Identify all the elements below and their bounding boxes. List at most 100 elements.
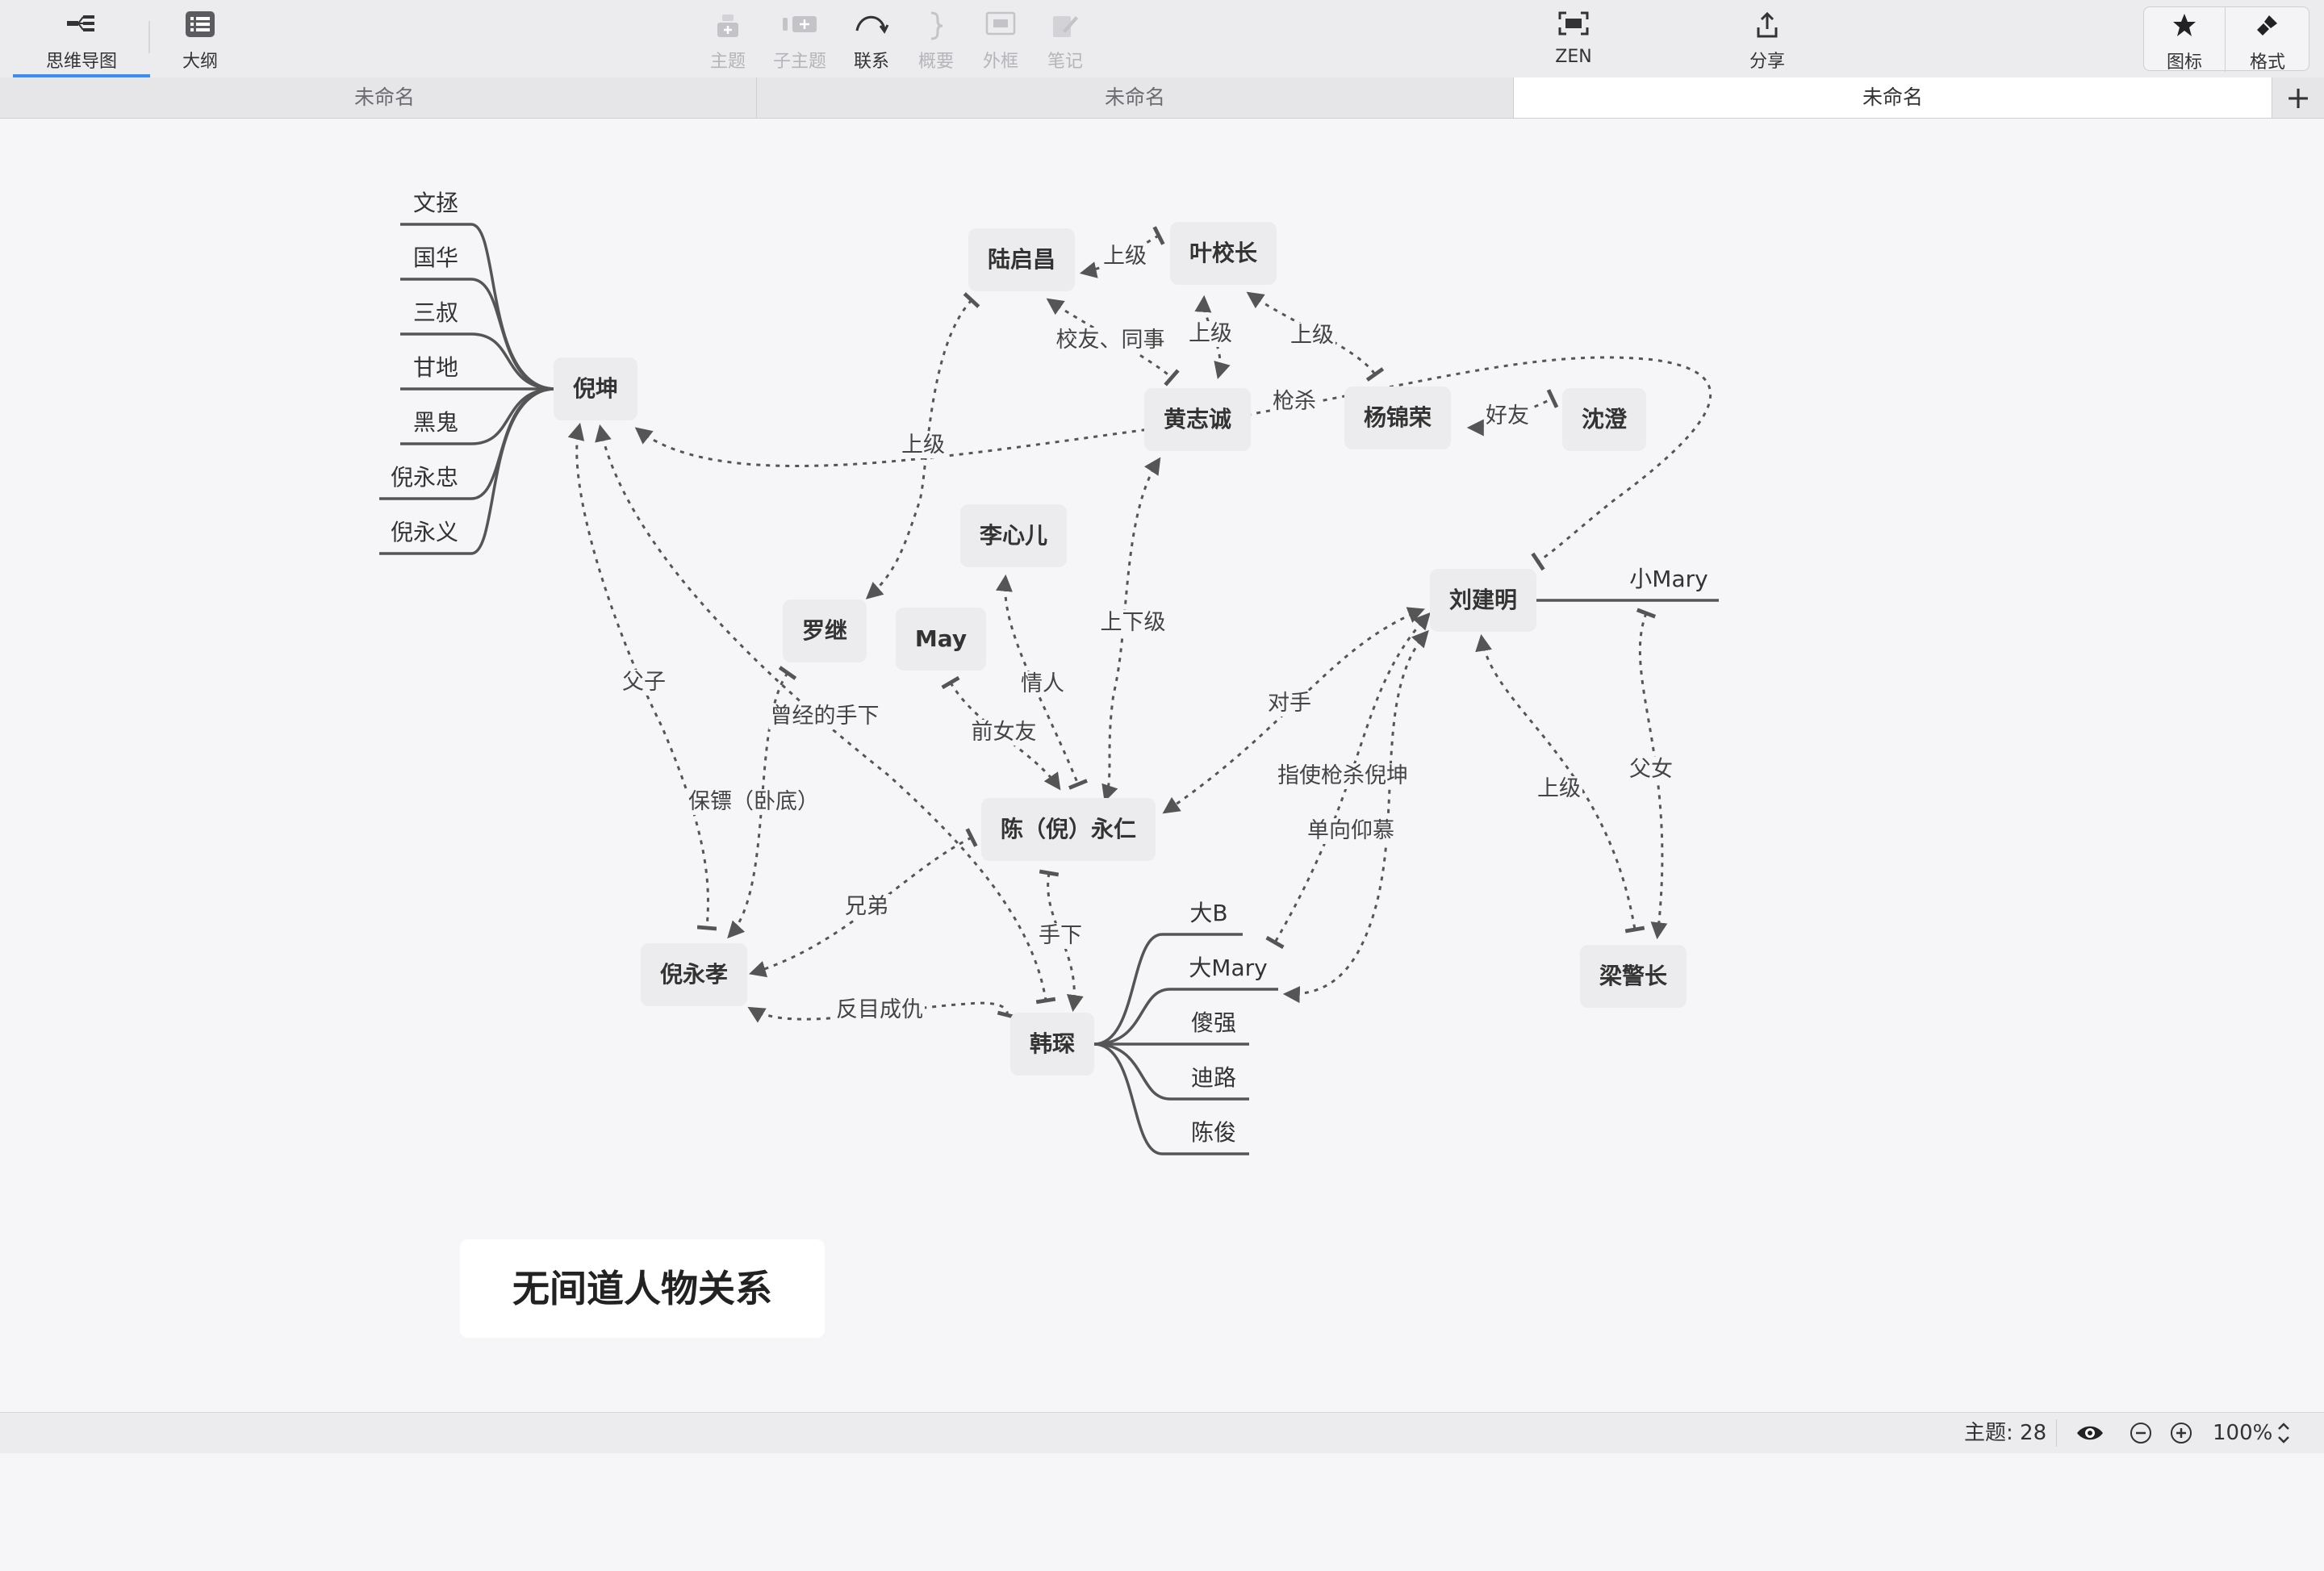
relation-label[interactable]: 反目成仇 xyxy=(834,997,925,1023)
relation-label[interactable]: 兄弟 xyxy=(843,894,890,920)
add-tab-button[interactable]: + xyxy=(2285,80,2311,115)
relation-label[interactable]: 保镖（卧底） xyxy=(687,789,821,815)
node-may[interactable]: May xyxy=(895,608,987,671)
share-icon xyxy=(1757,11,1778,38)
nikun-branches xyxy=(379,223,556,555)
list-icon xyxy=(186,11,215,37)
icon-panel-button[interactable]: 图标 xyxy=(2144,1,2225,78)
floating-title-topic[interactable]: 无间道人物关系 xyxy=(460,1239,825,1338)
node-luqichang[interactable]: 陆启昌 xyxy=(968,228,1076,291)
subtopic-button[interactable]: 子主题 xyxy=(763,0,836,77)
node-nikun[interactable]: 倪坤 xyxy=(553,357,638,420)
zoom-in-button[interactable] xyxy=(2169,1413,2193,1453)
brace-icon xyxy=(930,11,943,40)
relation-label[interactable]: 单向仰慕 xyxy=(1306,818,1396,844)
relation-label[interactable]: 枪杀 xyxy=(1271,389,1318,415)
chevron-up-down-icon xyxy=(2278,1423,2289,1444)
mindmap-canvas[interactable]: 倪坤 陆启昌 叶校长 黄志诚 杨锦荣 沈澄 李心儿 罗继 May 刘建明 陈（倪… xyxy=(0,119,2324,1412)
relation-label[interactable]: 父子 xyxy=(621,670,667,696)
relation-label[interactable]: 上级 xyxy=(900,432,947,458)
format-panel-label: 格式 xyxy=(2249,52,2285,73)
relationship-label: 联系 xyxy=(853,52,889,72)
leaf-hanchen-5[interactable]: 陈俊 xyxy=(1190,1119,1237,1146)
leaf-hanchen-1[interactable]: 大B xyxy=(1189,900,1228,926)
relation-label[interactable]: 情人 xyxy=(1019,671,1066,697)
summary-button[interactable]: 概要 xyxy=(905,0,967,77)
boundary-button[interactable]: 外框 xyxy=(970,0,1031,77)
toolbar: 思维导图 大纲 主题 子主题 联系 xyxy=(0,0,2324,78)
zoom-out-button[interactable] xyxy=(2129,1413,2153,1453)
node-hanchen[interactable]: 韩琛 xyxy=(1009,1013,1095,1076)
node-chenyongren[interactable]: 陈（倪）永仁 xyxy=(980,798,1156,861)
node-huangzhicheng[interactable]: 黄志诚 xyxy=(1143,388,1252,451)
leaf-nikun-6[interactable]: 倪永忠 xyxy=(390,464,459,491)
leaf-nikun-4[interactable]: 甘地 xyxy=(412,354,459,381)
connections-layer xyxy=(379,223,1719,1155)
node-niyongxiao[interactable]: 倪永孝 xyxy=(640,943,748,1006)
hanchen-branches xyxy=(1093,933,1278,1155)
add-subtopic-icon xyxy=(783,16,817,32)
leaf-liujianming-1[interactable]: 小Mary xyxy=(1629,566,1708,592)
relation-label[interactable]: 曾经的手下 xyxy=(768,704,881,729)
relation-label[interactable]: 对手 xyxy=(1266,691,1313,717)
relation-label[interactable]: 上级 xyxy=(1536,776,1582,802)
notes-button[interactable]: 笔记 xyxy=(1035,0,1096,77)
topic-count: 主题: 28 xyxy=(1964,1421,2047,1445)
node-liujianming[interactable]: 刘建明 xyxy=(1429,569,1537,632)
leaf-hanchen-3[interactable]: 傻强 xyxy=(1190,1009,1237,1036)
relation-label[interactable]: 上级 xyxy=(1101,244,1148,269)
relation-label[interactable]: 好友 xyxy=(1484,403,1531,429)
node-liangjingzhang[interactable]: 梁警长 xyxy=(1579,945,1687,1008)
leaf-nikun-1[interactable]: 文拯 xyxy=(412,190,459,216)
outline-view-label: 大纲 xyxy=(182,52,218,72)
relationship-button[interactable]: 联系 xyxy=(839,0,904,77)
relation-label[interactable]: 上级 xyxy=(1289,323,1335,349)
notes-label: 笔记 xyxy=(1047,52,1083,72)
relation-label[interactable]: 手下 xyxy=(1037,923,1084,949)
inspector-toggle-group: 图标 格式 xyxy=(2143,6,2309,73)
node-yexiaozhang[interactable]: 叶校长 xyxy=(1169,222,1277,285)
leaf-nikun-2[interactable]: 国华 xyxy=(412,244,459,271)
relation-label[interactable]: 上级 xyxy=(1187,321,1234,347)
format-panel-button[interactable]: 格式 xyxy=(2226,1,2309,78)
group-divider xyxy=(2225,7,2226,72)
mindmap-view-label: 思维导图 xyxy=(45,52,117,72)
relation-label[interactable]: 指使枪杀倪坤 xyxy=(1276,763,1410,789)
leaf-nikun-7[interactable]: 倪永义 xyxy=(390,519,459,545)
document-tab-1[interactable]: 未命名 xyxy=(13,77,757,118)
add-topic-icon xyxy=(717,15,738,37)
relation-label[interactable]: 校友、同事 xyxy=(1054,328,1167,353)
pencil-icon xyxy=(1053,16,1078,37)
leaf-nikun-3[interactable]: 三叔 xyxy=(412,299,459,326)
node-lixiner[interactable]: 李心儿 xyxy=(959,504,1068,567)
topic-button[interactable]: 主题 xyxy=(696,0,760,77)
plus-circle-icon xyxy=(2171,1423,2192,1444)
leaf-hanchen-4[interactable]: 迪路 xyxy=(1190,1064,1237,1091)
curve-arrow-icon xyxy=(855,15,889,34)
document-tab-2[interactable]: 未命名 xyxy=(757,77,1514,118)
zoom-level-select[interactable]: 100% xyxy=(2213,1421,2273,1445)
status-divider xyxy=(2056,1419,2057,1447)
relation-label[interactable]: 前女友 xyxy=(969,720,1039,746)
node-luoji[interactable]: 罗继 xyxy=(782,600,867,662)
document-tab-3[interactable]: 未命名 xyxy=(1514,77,2272,118)
zen-label: ZEN xyxy=(1555,47,1592,67)
document-tabbar: 未命名 未命名 未命名 xyxy=(0,77,2324,119)
show-hide-button[interactable] xyxy=(2075,1413,2109,1453)
leaf-hanchen-2[interactable]: 大Mary xyxy=(1189,955,1268,981)
fullscreen-icon xyxy=(1558,11,1589,36)
mindmap-view-tab[interactable]: 思维导图 xyxy=(13,0,150,77)
eye-icon xyxy=(2077,1426,2103,1440)
boundary-icon xyxy=(985,11,1016,36)
zoom-stepper[interactable] xyxy=(2276,1413,2295,1453)
node-shencheng[interactable]: 沈澄 xyxy=(1561,388,1647,451)
summary-label: 概要 xyxy=(917,52,954,72)
relation-label[interactable]: 上下级 xyxy=(1098,610,1168,636)
share-button[interactable]: 分享 xyxy=(1735,0,1799,77)
node-yangjinrong[interactable]: 杨锦荣 xyxy=(1344,386,1452,449)
relation-label[interactable]: 父女 xyxy=(1628,757,1674,783)
zen-button[interactable]: ZEN xyxy=(1541,0,1606,77)
star-icon xyxy=(2173,14,2196,36)
outline-view-tab[interactable]: 大纲 xyxy=(160,0,240,77)
leaf-nikun-5[interactable]: 黑鬼 xyxy=(412,409,459,436)
